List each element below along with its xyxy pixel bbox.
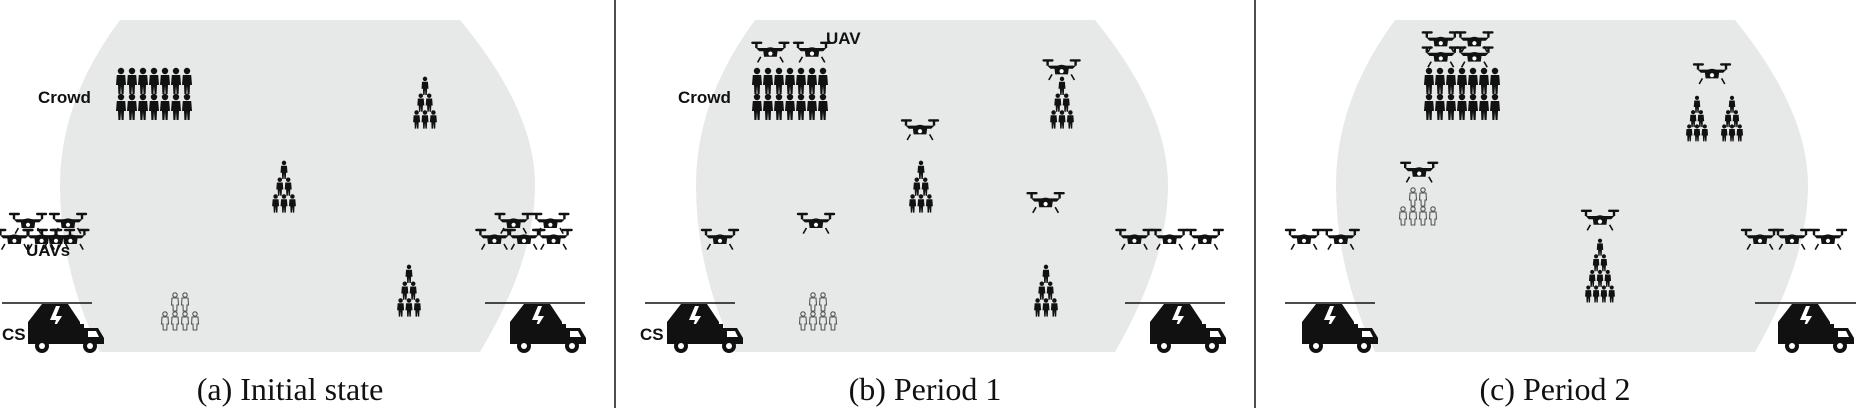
panel-b: UAV Crowd CS bbox=[640, 20, 1226, 407]
panel-a: Crowd UAVs CS bbox=[0, 20, 586, 407]
charging-truck-icon bbox=[1778, 304, 1854, 353]
cs-label: CS bbox=[640, 325, 664, 344]
cs-label: CS bbox=[2, 325, 26, 344]
uavs-label: UAVs bbox=[26, 241, 70, 260]
panel-caption: (b) Period 1 bbox=[849, 371, 1002, 407]
panel-c: (c) Period 2 bbox=[1284, 20, 1856, 407]
crowd-label: Crowd bbox=[38, 88, 91, 107]
panel-caption: (a) Initial state bbox=[197, 371, 384, 407]
uav-label: UAV bbox=[826, 29, 861, 48]
crowd-label: Crowd bbox=[678, 88, 731, 107]
service-area bbox=[1336, 20, 1808, 352]
panel-caption: (c) Period 2 bbox=[1479, 371, 1630, 407]
charging-truck-icon bbox=[1150, 304, 1226, 353]
charging-truck-icon bbox=[510, 304, 586, 353]
